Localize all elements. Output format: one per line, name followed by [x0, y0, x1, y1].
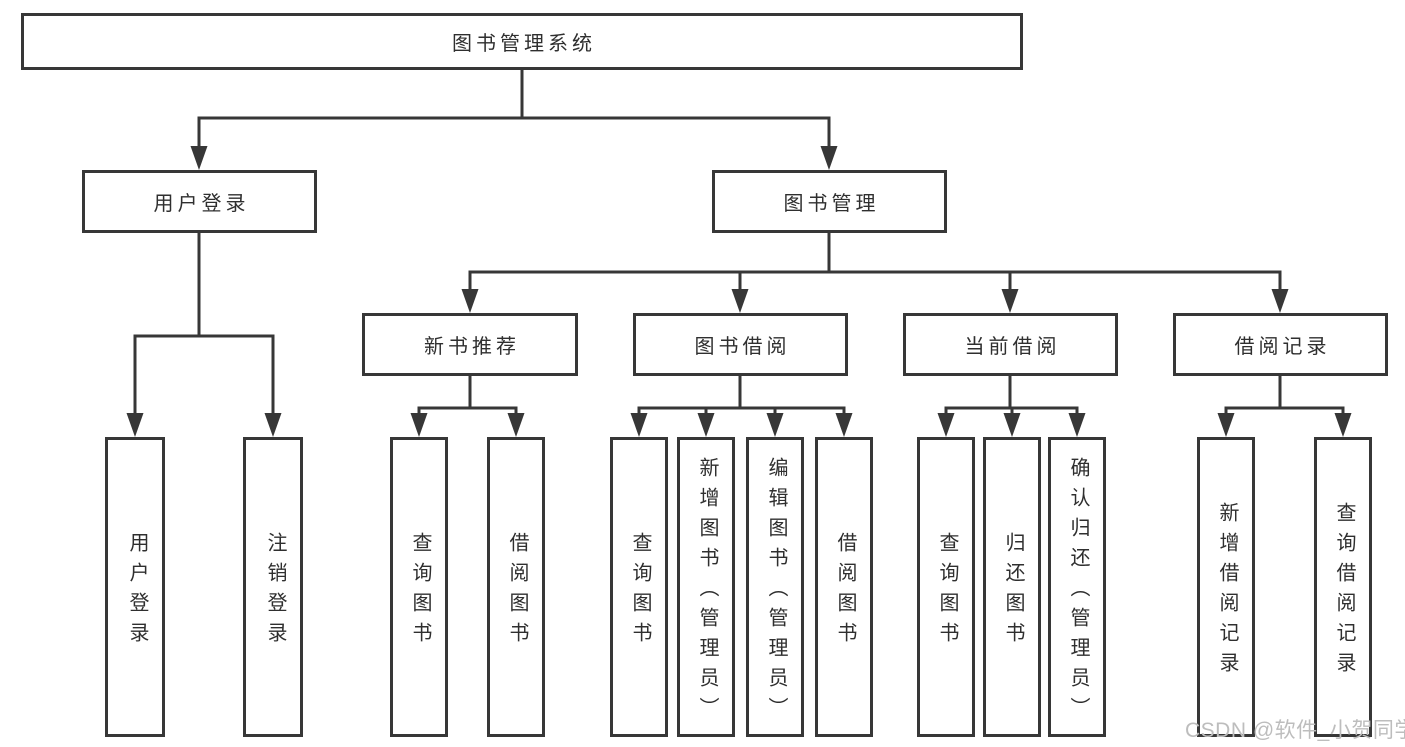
leaf-borrowing-edit-books-admin: 编辑图书（管理员）	[746, 437, 804, 737]
leaf-borrowing-borrow-books: 借阅图书	[815, 437, 873, 737]
node-root-system: 图书管理系统	[21, 13, 1023, 70]
leaf-logout: 注销登录	[243, 437, 303, 737]
leaf-borrowing-add-books-admin: 新增图书（管理员）	[677, 437, 735, 737]
leaf-borrowing-query-books: 查询图书	[610, 437, 668, 737]
leaf-current-return-books: 归还图书	[983, 437, 1041, 737]
leaf-recommend-borrow-books: 借阅图书	[487, 437, 545, 737]
leaf-user-login: 用户登录	[105, 437, 165, 737]
node-user-login-branch: 用户登录	[82, 170, 317, 233]
leaf-current-query-books: 查询图书	[917, 437, 975, 737]
leaf-records-add-record: 新增借阅记录	[1197, 437, 1255, 737]
node-book-borrowing: 图书借阅	[633, 313, 848, 376]
leaf-current-confirm-return-admin: 确认归还（管理员）	[1048, 437, 1106, 737]
node-new-book-recommend: 新书推荐	[362, 313, 578, 376]
leaf-recommend-query-books: 查询图书	[390, 437, 448, 737]
arrowheads	[126, 146, 1352, 437]
leaf-records-query-record: 查询借阅记录	[1314, 437, 1372, 737]
node-current-borrowing: 当前借阅	[903, 313, 1118, 376]
node-borrowing-records: 借阅记录	[1173, 313, 1388, 376]
csdn-watermark: CSDN @软件_小贺同学	[1185, 719, 1405, 742]
node-book-management: 图书管理	[712, 170, 947, 233]
